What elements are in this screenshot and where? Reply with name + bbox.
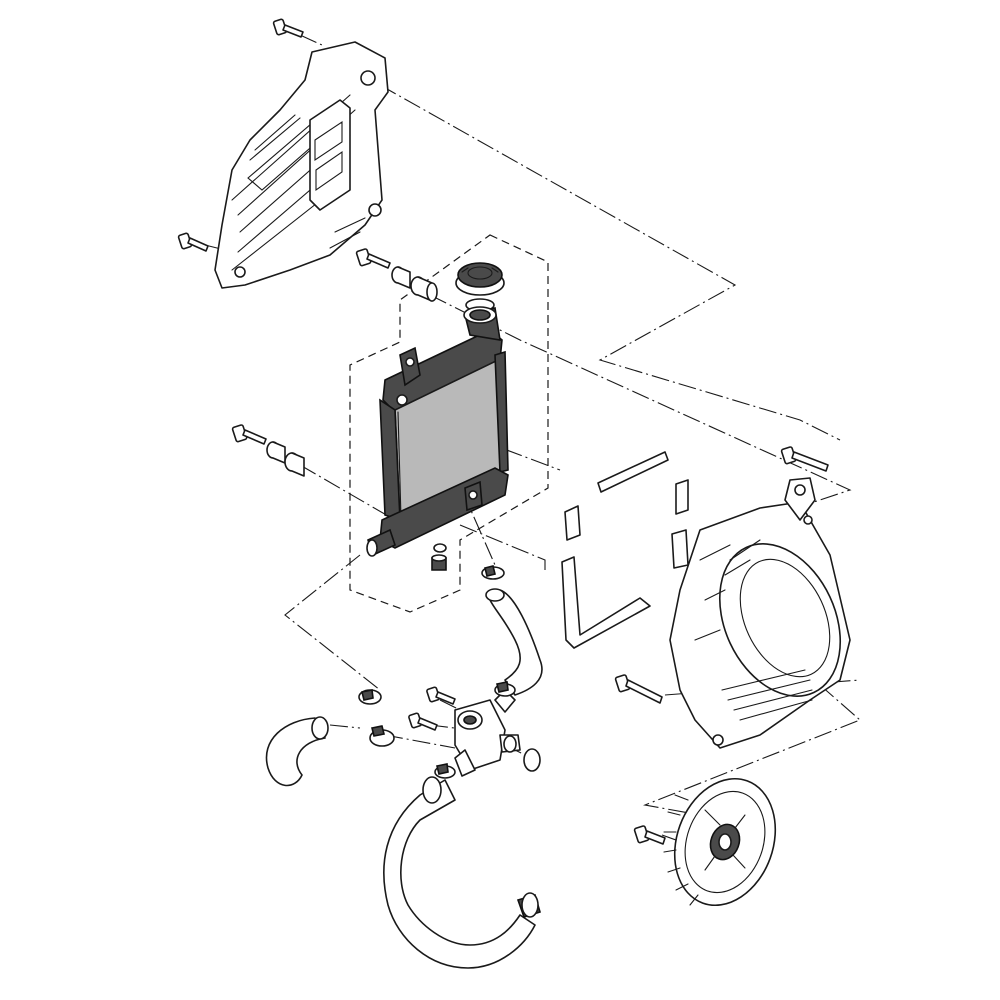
upper-mount-bolt xyxy=(355,248,391,269)
drain-washer xyxy=(433,543,447,553)
seal-strip-top xyxy=(597,451,669,493)
cover-bolt-left xyxy=(177,232,209,252)
shroud-bolt-lower xyxy=(614,674,663,704)
lower-collar xyxy=(266,441,286,464)
lower-hose-end-clamp xyxy=(516,892,541,918)
seal-strip-right-lower xyxy=(671,529,689,569)
upper-hose xyxy=(485,588,543,696)
left-hose xyxy=(265,716,329,787)
housing-upper-clamp xyxy=(494,681,516,697)
fan-bolt xyxy=(633,825,666,845)
seal-strip-small-right xyxy=(675,479,689,515)
shroud-bolt-upper xyxy=(780,446,829,472)
radiator-cover xyxy=(214,41,389,289)
upper-grommet xyxy=(410,276,438,302)
cooling-fan xyxy=(663,777,777,907)
lower-mount-bolt xyxy=(231,424,267,445)
lower-grommet xyxy=(284,452,305,477)
radiator xyxy=(366,306,509,557)
upper-collar xyxy=(391,266,411,289)
radiator-cap xyxy=(455,262,505,296)
drain-bolt xyxy=(431,554,447,571)
housing-bolt-lower xyxy=(408,712,438,731)
lower-hose xyxy=(383,776,536,969)
fan-shroud xyxy=(669,477,851,749)
seal-strip-l-shape xyxy=(561,556,651,649)
housing-o-ring xyxy=(523,748,541,772)
left-hose-clamp-upper xyxy=(358,689,382,705)
thermostat-housing xyxy=(454,689,521,777)
seal-strip-small-left xyxy=(564,505,581,541)
lower-hose-clamp xyxy=(434,763,456,779)
upper-hose-clamp xyxy=(481,565,505,580)
left-hose-clamp-lower xyxy=(369,725,395,747)
radiator-assembly-boundary xyxy=(349,234,549,613)
housing-bolt-upper xyxy=(426,686,456,705)
cover-bolt-top xyxy=(272,18,304,38)
